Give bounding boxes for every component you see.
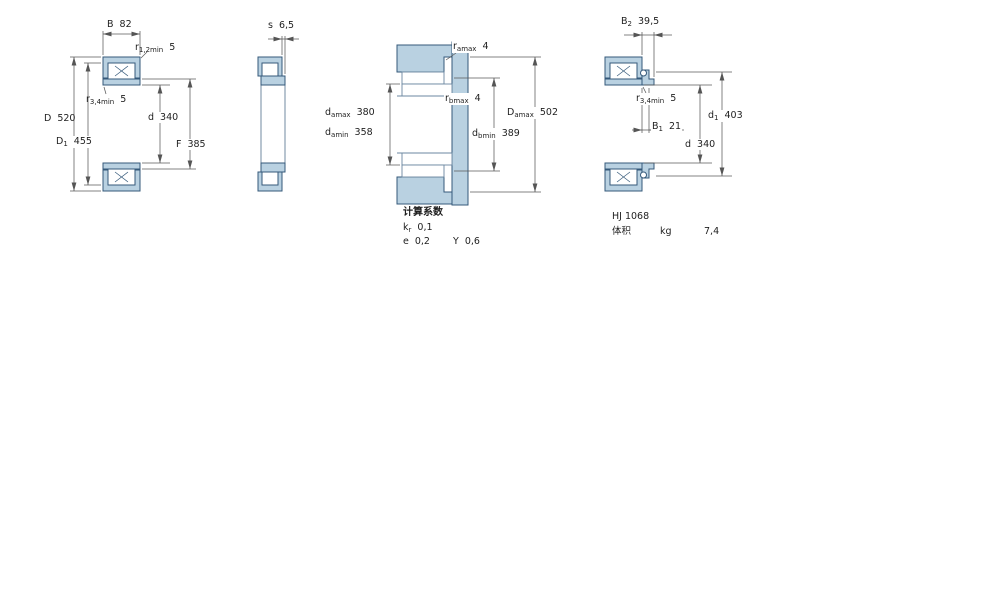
dim-value: 340 bbox=[160, 112, 179, 123]
fig4-bearing-hj-section bbox=[604, 56, 655, 192]
mass-unit: kg bbox=[660, 226, 672, 237]
dim-sub: bmax bbox=[448, 97, 469, 105]
dim-label-rbmax: rbmax 4 bbox=[444, 93, 482, 105]
dim-value: 389 bbox=[501, 128, 520, 139]
fig3-bearing-outline bbox=[397, 71, 453, 178]
dim-value: 385 bbox=[187, 139, 206, 150]
dim-sub: amax bbox=[331, 111, 351, 119]
dim-label-r34min-hj: r3,4min 5 bbox=[635, 93, 678, 105]
dim-base: Y bbox=[453, 236, 459, 247]
dim-base: D bbox=[507, 107, 515, 118]
dim-sub: 2 bbox=[627, 20, 632, 28]
dim-sub: amin bbox=[331, 131, 349, 139]
mass-value-text: 7,4 bbox=[704, 226, 720, 237]
dim-sub: amax bbox=[514, 111, 534, 119]
dim-base: B bbox=[652, 121, 659, 132]
fig1-bearing-section bbox=[102, 56, 141, 192]
mass-value: 7,4 bbox=[704, 226, 719, 237]
fig2-dimension-lines bbox=[268, 36, 299, 74]
dim-value: 39,5 bbox=[638, 16, 660, 27]
mass-label-text: 体积 bbox=[612, 226, 632, 237]
dim-label-damax: damax 380 bbox=[325, 107, 375, 119]
fig3-mounting-section bbox=[396, 41, 469, 206]
dim-base: e bbox=[403, 236, 409, 247]
dim-label-r34min: r3,4min 5 bbox=[86, 94, 126, 106]
dim-base: B bbox=[621, 16, 628, 27]
dim-value: 403 bbox=[724, 110, 743, 121]
dim-sub: 1 bbox=[658, 125, 663, 133]
dim-label-D: D 520 bbox=[44, 113, 75, 124]
dim-label-d1: d1 403 bbox=[707, 110, 744, 122]
dim-base: r bbox=[135, 42, 139, 53]
dim-label-d: d 340 bbox=[147, 112, 180, 123]
dim-value: 4 bbox=[474, 93, 481, 104]
dim-value: 0,1 bbox=[417, 222, 433, 233]
calc-factor-kr: kr 0,1 bbox=[403, 222, 433, 234]
fig1-dimension-lines bbox=[70, 31, 196, 192]
dim-value: 380 bbox=[356, 107, 375, 118]
dim-value: 82 bbox=[119, 19, 132, 30]
dim-label-r12min: r1,2min 5 bbox=[135, 42, 175, 54]
dim-base: d bbox=[472, 128, 479, 139]
mass-unit-text: kg bbox=[660, 226, 672, 237]
dim-base: B bbox=[107, 19, 114, 30]
calc-factor-Y: Y 0,6 bbox=[453, 236, 480, 247]
dim-sub: amax bbox=[456, 45, 477, 53]
dim-label-ramax: ramax 4 bbox=[452, 41, 490, 53]
fig2-section bbox=[257, 56, 286, 192]
dim-label-d-hj: d 340 bbox=[684, 139, 717, 150]
dim-base: r bbox=[453, 41, 457, 52]
dim-base: d bbox=[148, 112, 155, 123]
dim-base: r bbox=[86, 94, 90, 105]
dim-label-B2: B2 39,5 bbox=[621, 16, 659, 28]
dim-sub: bmin bbox=[478, 132, 496, 140]
dim-value: 502 bbox=[539, 107, 559, 118]
dim-value: 0,2 bbox=[414, 236, 430, 247]
dim-base: F bbox=[176, 139, 182, 150]
dim-value: 5 bbox=[670, 93, 677, 104]
dim-sub: 3,4min bbox=[639, 97, 665, 105]
dim-value: 5 bbox=[169, 42, 176, 53]
dim-value: 4 bbox=[482, 41, 489, 52]
dim-label-D1: D1 455 bbox=[55, 136, 93, 148]
calc-factors-title: 计算系数 bbox=[403, 207, 443, 218]
dim-value: 340 bbox=[697, 139, 716, 150]
dim-base: D bbox=[44, 113, 52, 124]
dim-label-B1: B1 21 bbox=[651, 121, 683, 133]
calc-title-text: 计算系数 bbox=[403, 207, 443, 218]
dim-sub: 3,4min bbox=[89, 98, 115, 106]
dim-label-Damax: Damax 502 bbox=[506, 107, 560, 119]
dim-base: k bbox=[403, 222, 409, 233]
calc-factor-e: e 0,2 bbox=[403, 236, 430, 247]
dim-label-F: F 385 bbox=[175, 139, 207, 150]
dim-value: 358 bbox=[354, 127, 373, 138]
dim-label-s: s 6,5 bbox=[268, 20, 294, 31]
dim-sub: 1 bbox=[63, 140, 68, 148]
dim-value: 0,6 bbox=[464, 236, 480, 247]
dim-sub: 1 bbox=[714, 114, 719, 122]
dim-value: 6,5 bbox=[278, 20, 295, 31]
dim-base: d bbox=[325, 127, 332, 138]
dim-base: s bbox=[268, 20, 273, 31]
dim-base: d bbox=[325, 107, 332, 118]
dim-label-damin: damin 358 bbox=[325, 127, 373, 139]
dim-base: D bbox=[56, 136, 64, 147]
hj-designation: HJ 1068 bbox=[612, 211, 649, 222]
dim-base: r bbox=[445, 93, 449, 104]
dim-sub: r bbox=[408, 226, 412, 234]
dim-value: 5 bbox=[120, 94, 127, 105]
dim-value: 21 bbox=[669, 121, 682, 132]
hj-designation-text: HJ 1068 bbox=[612, 211, 650, 222]
dim-value: 455 bbox=[73, 136, 92, 147]
dim-sub: 1,2min bbox=[138, 46, 164, 54]
mass-label: 体积 bbox=[612, 226, 631, 237]
dim-label-B: B 82 bbox=[107, 19, 132, 30]
dim-base: d bbox=[685, 139, 692, 150]
dim-label-dbmin: dbmin 389 bbox=[471, 128, 521, 140]
fig3-dimension-lines bbox=[386, 52, 541, 193]
dim-base: r bbox=[636, 93, 640, 104]
dim-value: 520 bbox=[57, 113, 76, 124]
dim-base: d bbox=[708, 110, 715, 121]
